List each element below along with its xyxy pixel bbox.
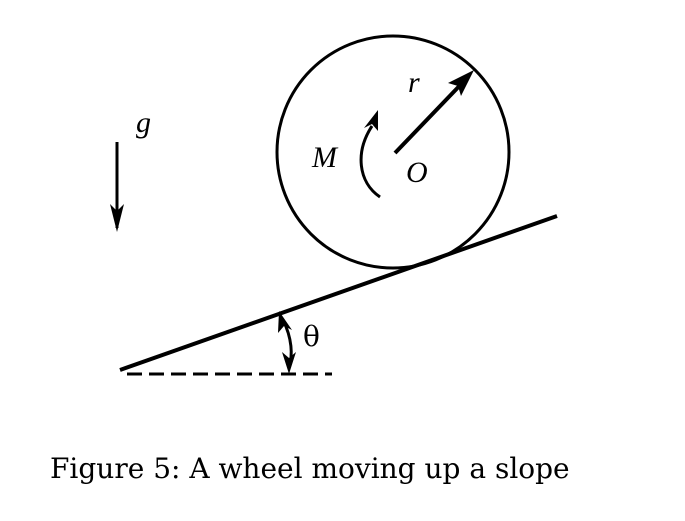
gravity-arrow — [110, 142, 124, 232]
moment-arrow — [359, 110, 381, 199]
figure-caption: Figure 5: A wheel moving up a slope — [50, 452, 570, 485]
slope-line — [119, 214, 558, 372]
angle-arrow — [278, 311, 296, 374]
radius-arrow — [393, 70, 474, 155]
center-label: O — [406, 156, 428, 189]
radius-label: r — [408, 66, 420, 99]
moment-label: M — [311, 141, 339, 174]
angle-label: θ — [303, 320, 320, 353]
gravity-label: g — [136, 106, 151, 139]
wheel-circle — [275, 34, 511, 270]
